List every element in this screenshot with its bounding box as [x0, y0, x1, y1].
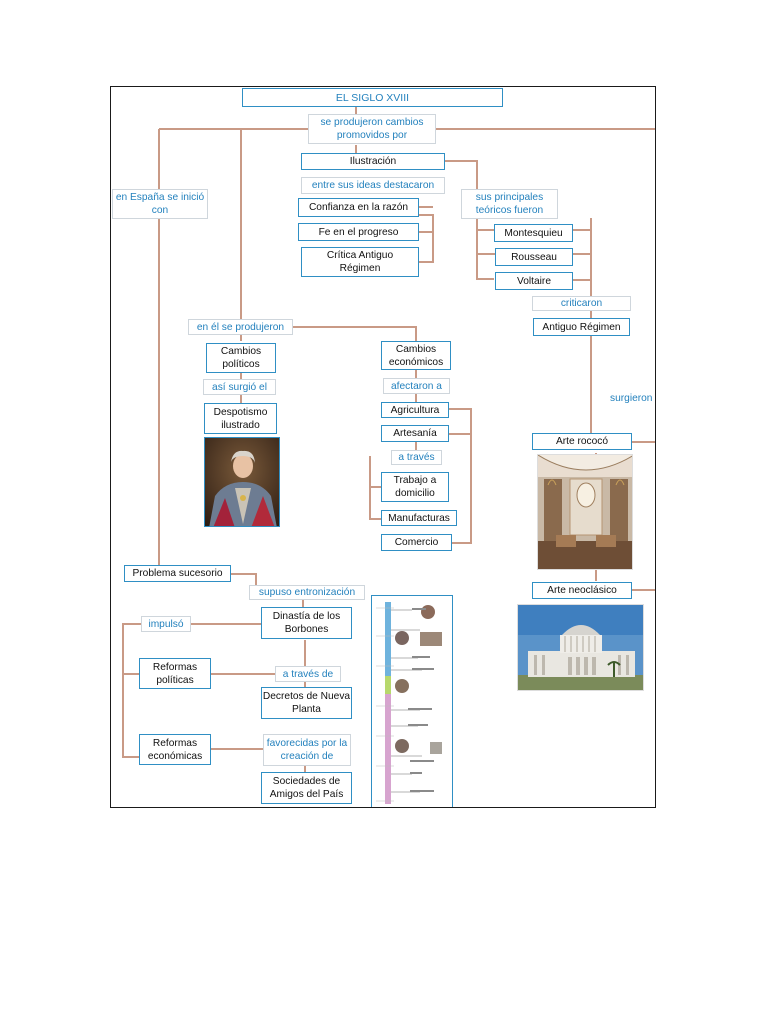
- label-enthronement: supuso entronización: [249, 585, 365, 600]
- label-favored: favorecidas por la creación de: [263, 734, 351, 766]
- node-faith: Fe en el progreso: [298, 223, 419, 241]
- node-rococo: Arte rococó: [532, 433, 632, 450]
- node-neoclassic: Arte neoclásico: [532, 582, 632, 599]
- concept-map: EL SIGLO XVIII se produjeron cambios pro…: [110, 86, 656, 808]
- node-montesquieu: Montesquieu: [494, 224, 573, 242]
- node-decrees: Decretos de Nueva Planta: [261, 687, 352, 719]
- node-commerce: Comercio: [381, 534, 452, 551]
- neoclassic-image: [517, 604, 644, 691]
- node-critique: Crítica Antiguo Régimen: [301, 247, 419, 277]
- node-manufactures: Manufacturas: [381, 510, 457, 526]
- node-illustration: Ilustración: [301, 153, 445, 170]
- node-succession: Problema sucesorio: [124, 565, 231, 582]
- node-old-regime: Antiguo Régimen: [533, 318, 630, 336]
- node-agriculture: Agricultura: [381, 402, 449, 418]
- label-via: a través: [391, 450, 442, 465]
- node-home-work: Trabajo a domicilio: [381, 472, 449, 502]
- label-spain: en España se inició con: [112, 189, 208, 219]
- rococo-interior-icon: [538, 455, 632, 569]
- neoclassical-building-icon: [518, 605, 643, 690]
- node-crafts: Artesanía: [381, 425, 449, 442]
- node-bourbons: Dinastía de los Borbones: [261, 607, 352, 639]
- node-political-reforms: Reformas políticas: [139, 658, 211, 689]
- node-societies: Sociedades de Amigos del País: [261, 772, 352, 804]
- label-affected: afectaron a: [383, 378, 450, 394]
- portrait-painting-icon: [205, 438, 279, 526]
- node-economic-reforms: Reformas económicas: [139, 734, 211, 765]
- label-impulse: impulsó: [141, 616, 191, 632]
- node-economic-changes: Cambios económicos: [381, 341, 451, 370]
- label-arose-from: así surgió el: [203, 379, 276, 395]
- timeline-image: [371, 595, 453, 807]
- node-rousseau: Rousseau: [495, 248, 573, 266]
- rococo-image: [537, 454, 633, 570]
- node-despotism: Despotismo ilustrado: [204, 403, 277, 434]
- label-through: a través de: [275, 666, 341, 682]
- map-title: EL SIGLO XVIII: [242, 88, 503, 107]
- connector-lines: [122, 107, 655, 772]
- label-surgieron: surgieron: [610, 393, 653, 404]
- node-voltaire: Voltaire: [495, 272, 573, 290]
- node-confidence: Confianza en la razón: [298, 198, 419, 217]
- timeline-icon: [372, 596, 452, 807]
- label-produced: en él se produjeron: [188, 319, 293, 335]
- portrait-image: [204, 437, 280, 527]
- label-criticized: criticaron: [532, 296, 631, 311]
- node-political-changes: Cambios políticos: [206, 343, 276, 373]
- label-ideas: entre sus ideas destacaron: [301, 177, 445, 194]
- label-promoted: se produjeron cambios promovidos por: [308, 114, 436, 144]
- label-theorists: sus principales teóricos fueron: [461, 189, 558, 219]
